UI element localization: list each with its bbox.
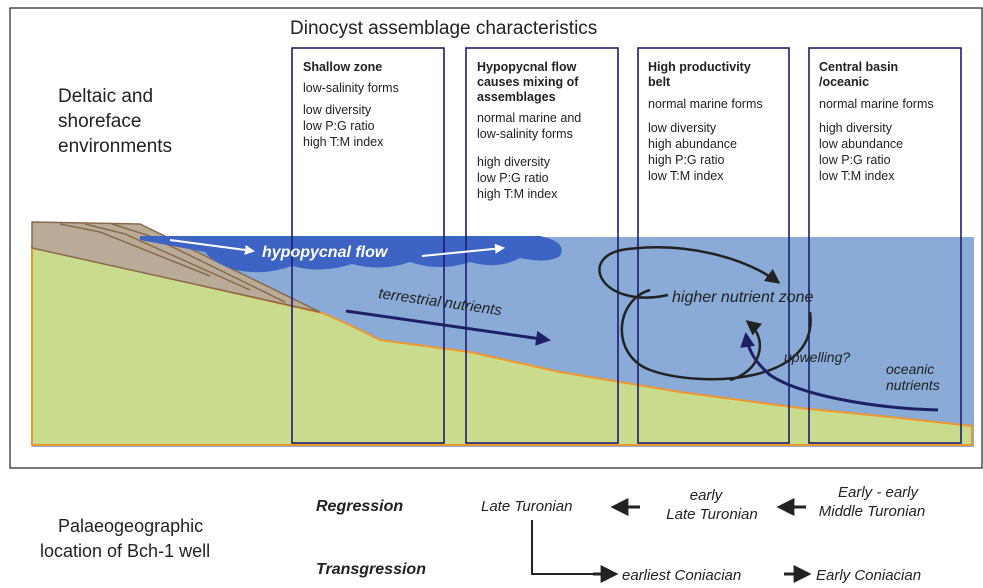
- hypopycnal-arrow-1: [169, 239, 255, 255]
- zone-3-line: high abundance: [648, 137, 737, 151]
- zone-box-hypopycnal: [465, 47, 619, 444]
- zone-box-productivity: [637, 47, 790, 444]
- zone-3-title: belt: [648, 75, 671, 89]
- zone-1-line: high T:M index: [303, 135, 384, 149]
- zone-4-title: Central basin: [819, 60, 898, 74]
- hypopycnal-arrow-2: [421, 243, 505, 257]
- zone-4-line: low T:M index: [819, 169, 895, 183]
- land-profile: [31, 245, 973, 446]
- header-title: Dinocyst assemblage characteristics: [290, 18, 597, 39]
- zone-2-line: low P:G ratio: [477, 171, 549, 185]
- higher-nutrient-zone-label: higher nutrient zone: [672, 289, 814, 306]
- circulation-arrow-upper: [598, 246, 781, 299]
- zone-3-line: normal marine forms: [648, 97, 763, 111]
- early-middle-turonian-line1: Early - early: [838, 484, 920, 501]
- early-late-turonian-line2: Late Turonian: [666, 506, 757, 523]
- zone-4-title: /oceanic: [819, 75, 869, 89]
- zone-1-title: Shallow zone: [303, 60, 382, 74]
- location-label-line1: Palaeogeographic: [58, 516, 203, 536]
- oceanic-nutrients-label: oceanic: [886, 361, 934, 377]
- environment-label-line2: shoreface: [58, 111, 141, 132]
- zone-box-central-basin: [808, 47, 962, 444]
- zone-1-line: low P:G ratio: [303, 119, 375, 133]
- hypopycnal-flow-label: hypopycnal flow: [262, 244, 389, 261]
- zone-2-title: assemblages: [477, 90, 556, 104]
- oceanic-nutrients-label: nutrients: [886, 377, 940, 393]
- zone-4-line: low abundance: [819, 137, 903, 151]
- circulation-arrow-lower: [620, 288, 812, 381]
- location-label-line2: location of Bch-1 well: [40, 541, 210, 561]
- zone-4-line: normal marine forms: [819, 97, 934, 111]
- early-coniacian: Early Coniacian: [816, 567, 921, 584]
- wedge-line-1: [59, 223, 211, 277]
- wedge-line-2: [84, 223, 251, 291]
- regression-label: Regression: [316, 498, 403, 515]
- environment-label-line3: environments: [58, 136, 172, 157]
- zone-3-line: low diversity: [648, 121, 717, 135]
- zone-box-shallow: [291, 47, 445, 444]
- zone-2-title: Hypopycnal flow: [477, 60, 577, 74]
- zone-3-line: low T:M index: [648, 169, 724, 183]
- zone-1-line: low diversity: [303, 103, 372, 117]
- earliest-coniacian: earliest Coniacian: [622, 567, 741, 584]
- zone-2-line: low-salinity forms: [477, 127, 573, 141]
- zone-2-line: normal marine and: [477, 111, 581, 125]
- zone-2-line: high T:M index: [477, 187, 558, 201]
- environment-label-line1: Deltaic and: [58, 86, 153, 107]
- zone-4-line: high diversity: [819, 121, 893, 135]
- zone-3-line: high P:G ratio: [648, 153, 724, 167]
- zone-1-line: low-salinity forms: [303, 81, 399, 95]
- transgression-label: Transgression: [316, 561, 426, 578]
- zone-2-line: high diversity: [477, 155, 551, 169]
- transgression-connector: [531, 520, 595, 575]
- early-late-turonian-line1: early: [690, 487, 724, 504]
- early-middle-turonian-line2: Middle Turonian: [819, 503, 925, 520]
- upwelling-label: upwelling?: [784, 349, 850, 365]
- terrestrial-nutrients-arrow: [345, 309, 551, 346]
- zone-4-line: low P:G ratio: [819, 153, 891, 167]
- zone-3-title: High productivity: [648, 60, 751, 74]
- zone-2-title: causes mixing of: [477, 75, 579, 89]
- circulation-arrow-inner: [729, 320, 763, 382]
- upwelling-arrow: [740, 332, 939, 412]
- late-turonian: Late Turonian: [481, 498, 572, 515]
